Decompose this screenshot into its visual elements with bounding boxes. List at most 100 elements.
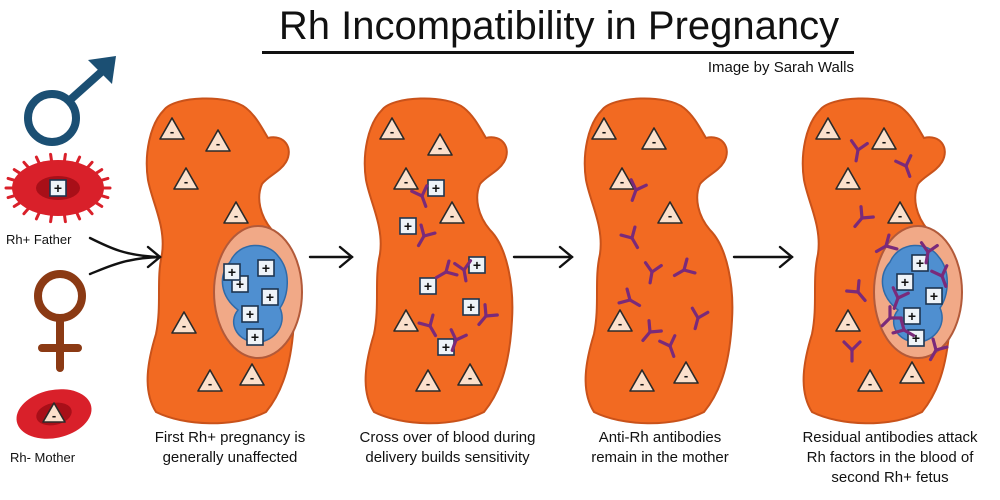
rh-negative-marker-s3-1: - <box>591 117 617 140</box>
rh-negative-marker-s4-3: - <box>835 167 861 190</box>
svg-text:-: - <box>846 316 850 331</box>
antibody-s4-9 <box>874 233 899 254</box>
svg-text:-: - <box>208 376 212 391</box>
antibody-s2-7 <box>449 328 468 352</box>
diagram-title: Rh Incompatibility in Pregnancy <box>278 4 840 48</box>
rh-positive-marker-s4-1: + <box>911 254 929 272</box>
svg-text:-: - <box>468 370 472 385</box>
rh-positive-marker-s4-2: + <box>896 273 914 291</box>
stage-4-caption-line-3: second Rh+ fetus <box>831 469 949 486</box>
svg-text:+: + <box>912 330 920 346</box>
rh-positive-marker-s4-3: + <box>925 287 943 305</box>
svg-text:-: - <box>882 134 886 149</box>
svg-text:-: - <box>652 134 656 149</box>
antibody-s3-2 <box>619 225 640 250</box>
female-symbol <box>34 270 86 372</box>
rh-negative-marker-s3-7: - <box>673 361 699 384</box>
svg-text:+: + <box>424 278 432 294</box>
rh-positive-marker-s1-4: + <box>241 305 259 323</box>
rh-negative-marker-s2-7: - <box>457 363 483 386</box>
svg-text:+: + <box>251 329 259 345</box>
rh-positive-marker-s1-5: + <box>246 328 264 346</box>
rh-negative-marker-s1-2: - <box>205 129 231 152</box>
stage-3-caption-line-1: Anti-Rh antibodies <box>598 429 722 446</box>
rh-negative-marker-s4-4: - <box>887 201 913 224</box>
antibody-s2-6 <box>417 313 438 338</box>
antibody-s3-6 <box>690 306 710 331</box>
svg-text:-: - <box>216 136 220 151</box>
rh-negative-marker-s3-6: - <box>629 369 655 392</box>
process-arrows <box>88 236 794 276</box>
rh-negative-marker-s2-6: - <box>415 369 441 392</box>
stage-2-caption: Cross over of blood during delivery buil… <box>340 428 555 468</box>
rh-positive-marker-s2-4: + <box>419 277 437 295</box>
svg-text:+: + <box>246 306 254 322</box>
svg-text:+: + <box>228 264 236 280</box>
rh-negative-marker-s2-5: - <box>393 309 419 332</box>
parents-group: +- <box>4 56 116 439</box>
svg-text:-: - <box>234 208 238 223</box>
svg-text:-: - <box>426 376 430 391</box>
stage-4-caption-line-1: Residual antibodies attack <box>802 429 978 446</box>
svg-text:-: - <box>182 318 186 333</box>
svg-text:-: - <box>826 124 830 139</box>
svg-text:-: - <box>846 174 850 189</box>
rh-negative-marker-s4-7: - <box>899 361 925 384</box>
rh-negative-marker-s4-6: - <box>857 369 883 392</box>
blood-markers: -------++++++-------++++++--------------… <box>159 117 949 392</box>
rh-negative-marker-s1-5: - <box>171 311 197 334</box>
antibody-s4-4 <box>845 279 867 303</box>
antibody-s3-7 <box>641 319 663 343</box>
rh-positive-marker-s2-3: + <box>468 256 486 274</box>
svg-text:+: + <box>54 180 62 196</box>
svg-text:-: - <box>868 376 872 391</box>
svg-text:+: + <box>262 260 270 276</box>
rh-positive-marker-s1-3: + <box>261 288 279 306</box>
antibody-s4-2 <box>894 154 913 178</box>
father-red-blood-cell: + <box>4 152 112 224</box>
rh-negative-marker-s4-2: - <box>871 127 897 150</box>
stage-1-caption-line-1: First Rh+ pregnancy is <box>154 429 306 446</box>
stage-4-caption: Residual antibodies attack Rh factors in… <box>785 428 995 488</box>
mother-label: Rh- Mother <box>10 450 76 465</box>
rh-negative-marker-s2-1: - <box>379 117 405 140</box>
rh-positive-marker-s2-1: + <box>427 179 445 197</box>
svg-text:+: + <box>908 308 916 324</box>
svg-text:-: - <box>640 376 644 391</box>
rh-negative-marker-s3-2: - <box>641 127 667 150</box>
antibody-s2-4 <box>453 259 473 283</box>
stage-4-caption-line-2: Rh factors in the blood of <box>806 449 974 466</box>
svg-text:+: + <box>404 218 412 234</box>
antibody-s3-1 <box>629 178 648 202</box>
svg-text:-: - <box>184 174 188 189</box>
antibody-s4-7 <box>928 337 949 362</box>
svg-text:+: + <box>266 289 274 305</box>
svg-text:-: - <box>668 208 672 223</box>
antibody-s4-5 <box>891 286 910 310</box>
antibody-s4-11 <box>880 305 903 328</box>
stage-3-caption: Anti-Rh antibodies remain in the mother <box>560 428 760 468</box>
arrow-stage-2-to-3 <box>512 245 574 269</box>
rh-negative-marker-s1-3: - <box>173 167 199 190</box>
mother-red-blood-cell: - <box>16 389 92 439</box>
svg-text:-: - <box>404 174 408 189</box>
image-credit: Image by Sarah Walls <box>707 59 854 76</box>
svg-text:-: - <box>618 316 622 331</box>
svg-text:+: + <box>916 255 924 271</box>
svg-text:-: - <box>602 124 606 139</box>
antibody-s3-3 <box>643 261 663 285</box>
svg-text:-: - <box>620 174 624 189</box>
svg-text:-: - <box>438 140 442 155</box>
rh-negative-marker-s1-6: - <box>197 369 223 392</box>
svg-text:+: + <box>930 288 938 304</box>
svg-text:+: + <box>473 257 481 273</box>
rh-negative-marker-s4-1: - <box>815 117 841 140</box>
rh-negative-marker-s1-1: - <box>159 117 185 140</box>
antibody-s2-1 <box>410 184 429 208</box>
antibody-s3-8 <box>658 334 677 358</box>
svg-text:-: - <box>910 368 914 383</box>
antibody-s4-12 <box>919 241 939 265</box>
antibody-s4-6 <box>891 317 916 338</box>
svg-text:-: - <box>898 208 902 223</box>
